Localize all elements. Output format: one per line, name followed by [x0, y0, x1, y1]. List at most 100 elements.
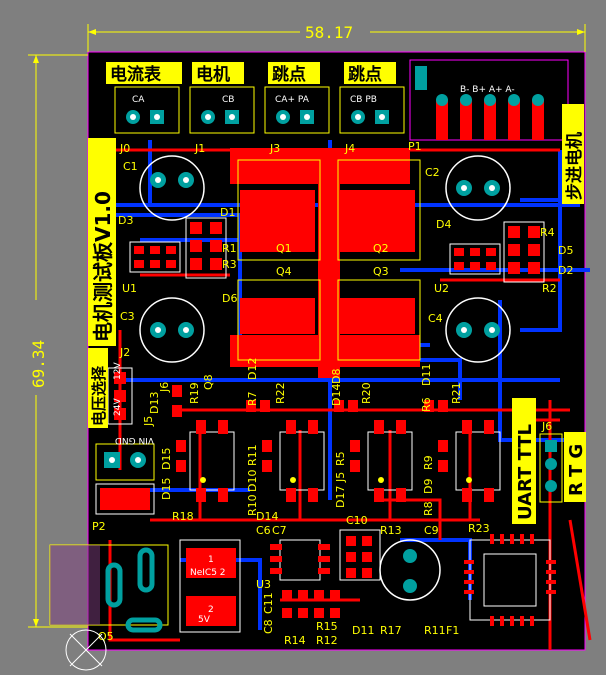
d2-ref: D2 [558, 264, 573, 277]
u5-ref: R21 [450, 382, 463, 404]
connector-j0-ref: J0 [119, 142, 130, 155]
label-jumper2: 跳点 [344, 62, 396, 85]
r5-ref: D13 [148, 392, 161, 414]
u4-ref: R20 [360, 382, 373, 404]
r19-ref: R13 [380, 524, 402, 537]
q1-ref: Q2 [373, 242, 389, 255]
r7-ref: D15 [160, 448, 173, 470]
d9-ref: J6 [158, 382, 171, 393]
connector-j0-pins: CA [132, 95, 145, 105]
label-jumper2-text: 跳点 [348, 64, 382, 85]
d3-ref: D3 [118, 214, 133, 227]
dimension-height-value: 69.34 [29, 340, 48, 388]
label-stepper-motor: 步进电机 [562, 104, 585, 204]
label-rtg: RTG [564, 432, 587, 502]
u3-ref: R19 [188, 382, 201, 404]
r3-ref: R3 [222, 258, 237, 271]
component-refs-mid: J6 D13 R19 Q8 R7 D12 R22 D14 D8 R20 R6 D… [92, 358, 552, 537]
r4-ref: R4 [540, 226, 555, 239]
q5-ref: Q8 [202, 374, 215, 390]
optocoupler-row [172, 385, 501, 502]
r23-ref: R18 [172, 510, 194, 523]
r1-ref: R1 [222, 242, 237, 255]
connector-j1: J1 CB [189, 86, 255, 155]
r14-ref: R9 [422, 455, 435, 470]
soic-chip: C11 C8 R14 R15 R12 D11 R17 [262, 529, 402, 647]
p2-ref: Q5 [98, 630, 114, 643]
label-rtg-text: RTG [566, 438, 587, 496]
j6-ref: J6 [541, 420, 552, 433]
r6-ref: D14 [330, 384, 343, 406]
d1-ref: D1 [220, 206, 235, 219]
c8-ref: C9 [424, 524, 439, 537]
j2-ref: J2 [119, 346, 130, 359]
connector-j0: J0 CA [114, 86, 180, 155]
c6-ref: C7 [272, 524, 287, 537]
d8-ref: J5 [334, 472, 347, 483]
connector-p1-pins: B- B+ A+ A- [460, 85, 515, 95]
q2-ref: Q1 [276, 242, 292, 255]
reg-pin2: 2 [208, 605, 214, 615]
label-current-meter-text: 电流表 [110, 64, 162, 85]
label-voltage-select: 电压选择 [88, 348, 108, 428]
dimension-height: 69.34 [28, 54, 88, 628]
r9-ref: D17 [334, 486, 347, 508]
q4-ref: Q4 [276, 265, 292, 278]
d15-ref: D11 [352, 624, 374, 637]
connector-j3: J3 CA+ PA [264, 86, 330, 155]
c4-ref: C4 [428, 312, 443, 325]
d6-ref: D6 [222, 292, 237, 305]
capacitor-c4: C4 [428, 297, 511, 363]
d5-ref: D5 [558, 244, 573, 257]
j5-ref: J5 [142, 416, 155, 427]
c2-ref: C2 [425, 166, 440, 179]
header-j6 [539, 433, 563, 503]
d11-ref: D9 [422, 479, 435, 494]
u2-ref: U2 [434, 282, 449, 295]
regulator: 1 NeIC5 2 2 5V U3 [179, 539, 271, 633]
rectifier-left: D1 R1 R3 D6 D3 U1 [118, 206, 237, 305]
u8-ref: U3 [256, 578, 271, 591]
reg-line1: NeIC5 2 [190, 568, 226, 578]
r21-ref: R15 [316, 620, 338, 633]
capacitor-c3: C3 [120, 297, 205, 363]
connector-j3-ref: J3 [269, 142, 280, 155]
connector-j4: J4 CB PB [339, 86, 405, 155]
mcu-qfn [464, 534, 556, 626]
connector-j4-ref: J4 [344, 142, 355, 155]
r10-ref: R5 [334, 451, 347, 466]
c9-ref: C10 [346, 514, 368, 527]
f1-ref: P2 [92, 520, 106, 533]
label-jumper1-text: 跳点 [272, 64, 306, 85]
r18-ref: R12 [316, 634, 338, 647]
dimension-width: 58.17 [87, 23, 586, 52]
dimension-width-value: 58.17 [305, 23, 353, 42]
u6-ref: R22 [274, 382, 287, 404]
d17-ref: D14 [256, 510, 278, 523]
d12-ref: D10 [246, 470, 259, 492]
label-uart-ttl: UART TTL [512, 398, 536, 524]
u1-ref: U1 [122, 282, 137, 295]
r13-ref: R8 [422, 501, 435, 516]
d4-ref: D4 [436, 218, 451, 231]
connector-j3-pins: CA+ PA [275, 95, 310, 105]
jumper-24v: 24V [113, 398, 123, 416]
capacitor-c1: C1 [123, 155, 205, 221]
driver-ic-left [129, 241, 181, 273]
d16-ref: D15 [160, 478, 173, 500]
jumper-12v: 12V [113, 362, 123, 380]
c11-ref: F1 [446, 624, 459, 637]
label-board-title: 电机测试板V1.0 [88, 138, 116, 346]
crystal: R11 F1 [379, 539, 459, 637]
fuse-f1 [95, 483, 155, 515]
r20-ref: R14 [284, 634, 306, 647]
connector-p1: B- B+ A+ A- P1 [408, 59, 569, 153]
r16-ref: R11 [246, 444, 259, 466]
reg-line2: 5V [198, 615, 211, 625]
r11-ref: R6 [420, 397, 433, 412]
label-jumper1: 跳点 [268, 62, 320, 85]
label-motor-text: 电机 [196, 64, 230, 85]
rectifier-right: R4 D5 D2 R2 D4 U2 [434, 218, 573, 295]
label-uart-ttl-text: UART TTL [515, 424, 536, 520]
